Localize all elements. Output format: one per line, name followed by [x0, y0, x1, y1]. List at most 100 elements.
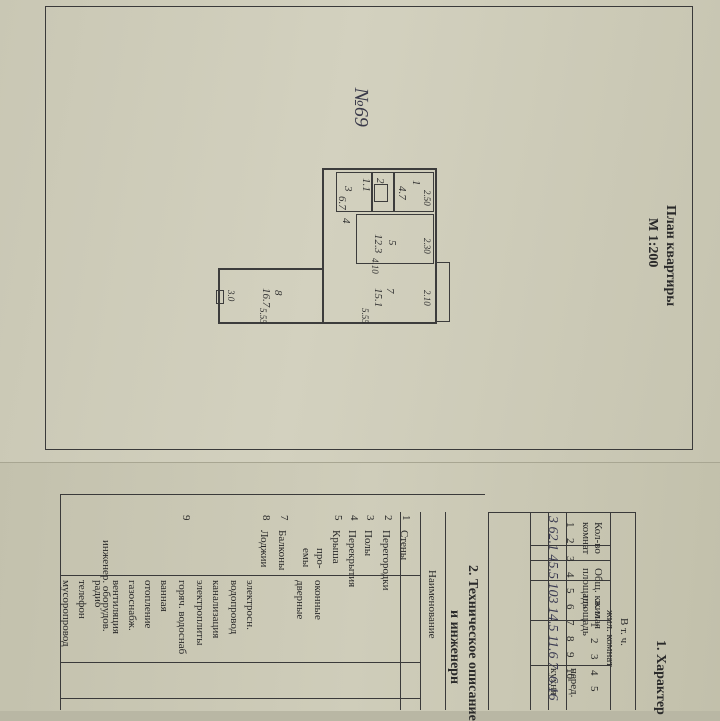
col-num-8: 8	[564, 636, 576, 642]
grid-line	[530, 620, 610, 621]
sub-num-4: 4	[588, 670, 600, 676]
grid-line	[548, 512, 549, 710]
item-steny: Стены	[398, 530, 410, 561]
room-5-outline	[356, 214, 434, 264]
item-musoroprovod: мусоропровод	[60, 580, 72, 647]
room-7-num: 7	[384, 288, 396, 294]
item-poly: Полы	[362, 530, 374, 557]
room-2-num: 2	[374, 178, 386, 184]
plan-scale: М 1:200	[645, 218, 660, 268]
room-3-outline	[336, 172, 372, 212]
window-mark	[216, 290, 224, 304]
grid-line	[420, 512, 421, 710]
col-num-3: 3	[564, 556, 576, 562]
dim-top-right: 2.50	[422, 190, 432, 206]
col-kol-vo: Кол-во	[592, 522, 604, 554]
section2-title: 2. Техническое описание	[465, 565, 480, 721]
room-1-area: 4.7	[396, 186, 408, 200]
dim-big-room-height: 3.0	[226, 290, 236, 302]
item-gorv: горяч. водоснаб	[176, 580, 188, 655]
grid-line	[530, 545, 610, 546]
plan-frame	[45, 6, 693, 450]
item-vodoprovod: водопровод	[228, 580, 240, 635]
grid-line	[530, 665, 610, 666]
dim-big-room-bottom: 5.55	[258, 308, 268, 324]
item-krysha: Крыша	[330, 530, 342, 564]
grid-line	[566, 512, 567, 710]
room-5-num: 5	[386, 240, 398, 246]
col-zhil-ploshad: площадь	[580, 595, 592, 636]
grid-line	[60, 494, 61, 710]
dim-corridor: 4.10	[370, 258, 380, 274]
room-1-outline	[394, 172, 434, 212]
grid-line	[530, 512, 531, 710]
grid-line	[60, 494, 485, 495]
item-elektros: электросн.	[244, 580, 256, 630]
row-num-1: 1	[400, 515, 412, 521]
sub-num-5: 5	[588, 686, 600, 692]
room-5-area: 12.3	[372, 234, 384, 254]
item-otoplenie: отопление	[142, 580, 154, 629]
grid-line	[530, 560, 610, 561]
col-num-2: 2	[564, 538, 576, 544]
bathtub-mark	[374, 184, 388, 202]
sub-num-2: 2	[588, 638, 600, 644]
grid-line	[488, 512, 635, 513]
grid-line	[60, 575, 420, 576]
col-zhil-komnat: жил. комнат	[604, 610, 616, 667]
item-lodzhii: Лоджии	[258, 530, 270, 568]
item-proemy-2: емы	[300, 548, 312, 568]
item-gazosnab: газоснабж.	[126, 580, 138, 631]
item-radio: радио	[92, 580, 104, 608]
plan-sheet: План квартиры М 1:200 №69 2.50 2.30 2.10…	[0, 0, 720, 470]
item-vannaya: ванная	[158, 580, 170, 612]
grid-line	[400, 512, 401, 710]
col-v-t-ch: В т. ч.	[618, 618, 630, 646]
col-num-4: 4	[564, 572, 576, 578]
row-num-3: 3	[364, 515, 376, 521]
grid-line	[60, 698, 420, 699]
row-num-2: 2	[382, 515, 394, 521]
item-proemy: про-	[314, 548, 326, 569]
sub-num-1: 1	[588, 622, 600, 628]
item-telefon: телефон	[76, 580, 88, 619]
room-2-area: 1.1	[360, 178, 372, 192]
room-8-num: 8	[272, 290, 284, 296]
item-dvernye: дверные	[294, 580, 306, 620]
table-sheet	[0, 462, 720, 711]
room-3-area: 6.7	[336, 196, 348, 210]
grid-line	[530, 580, 610, 581]
row-num-9: 9	[180, 515, 192, 521]
item-balkony: Балконы	[276, 530, 288, 571]
col-num-6: 6	[564, 604, 576, 610]
grid-line	[488, 512, 489, 710]
item-perekrytiya: Перекрытия	[346, 530, 358, 588]
row-num-8: 8	[260, 515, 272, 521]
col-num-9: 9	[564, 652, 576, 658]
item-elektroplity: электроплиты	[194, 580, 206, 646]
grid-line	[610, 512, 611, 710]
section1-title: 1. Характер	[653, 640, 668, 715]
row-num-4: 4	[348, 515, 360, 521]
dim-room-bottom: 5.55	[360, 308, 370, 324]
grid-line	[635, 512, 636, 710]
room-8-area: 16.7	[260, 288, 272, 308]
section2-subtitle: и инженерн	[447, 610, 462, 685]
item-peregorodki: Перегородки	[380, 530, 392, 591]
naimenovanie-header: Наименование	[426, 570, 438, 639]
room-outline-main	[322, 168, 437, 324]
item-ventilyaciya: вентиляция	[110, 580, 122, 634]
room-4-num: 4	[340, 218, 352, 224]
grid-line	[445, 512, 446, 710]
col-num-10: 10	[564, 668, 576, 679]
room-2-outline	[372, 172, 394, 212]
col-num-1: 1	[564, 522, 576, 528]
col-num-7: 7	[564, 620, 576, 626]
item-kanalizaciya: канализация	[210, 580, 222, 639]
item-okonnye: оконные	[312, 580, 324, 620]
handwritten-values-row: 3 62.1 45.5 103 14.5 11.6 7	[545, 516, 560, 669]
row-num-7: 7	[278, 515, 290, 521]
handwritten-number: №69	[350, 88, 372, 127]
room-7-area: 15.1	[372, 288, 384, 308]
dim-left-small: 2.10	[422, 290, 432, 306]
